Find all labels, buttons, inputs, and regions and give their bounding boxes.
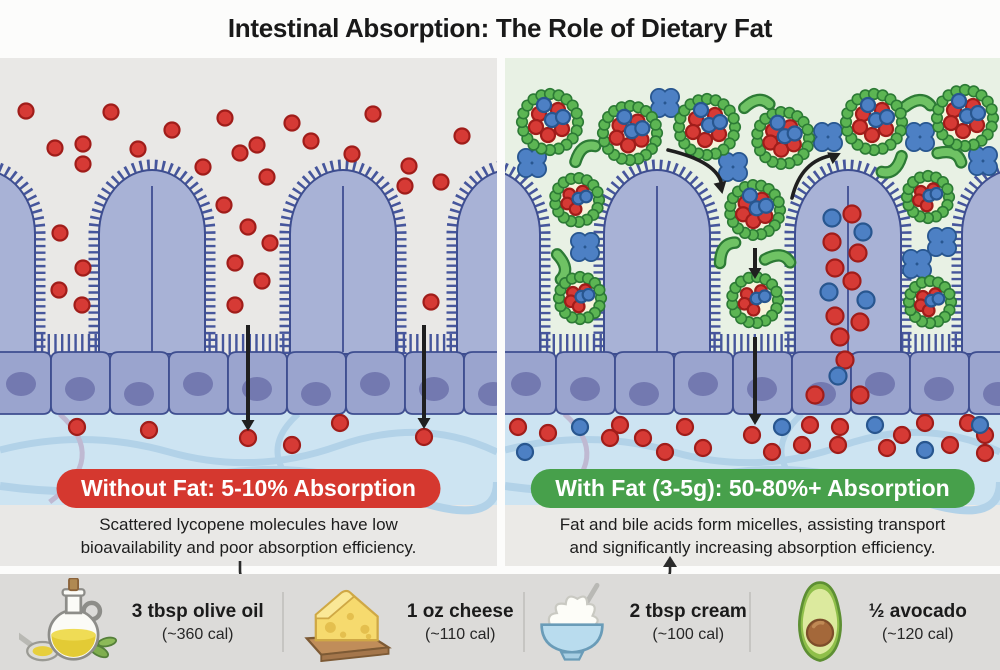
villi-illustration-with-fat bbox=[505, 58, 1000, 566]
without-fat-badge: Without Fat: 5-10% Absorption bbox=[56, 469, 441, 508]
fat-sources-footer: 3 tbsp olive oil (~360 cal) 1 oz cheese … bbox=[0, 574, 1000, 670]
food-item-olive-oil: 3 tbsp olive oil (~360 cal) bbox=[0, 574, 282, 670]
food-calories: (~100 cal) bbox=[652, 625, 725, 643]
page-title: Intestinal Absorption: The Role of Dieta… bbox=[227, 13, 773, 43]
food-calories: (~110 cal) bbox=[424, 625, 496, 643]
with-fat-caption: Fat and bile acids form micelles, assist… bbox=[505, 513, 1000, 559]
caption-line: and significantly increasing absorption … bbox=[569, 538, 936, 557]
food-name: 2 tbsp cream bbox=[629, 600, 747, 622]
food-item-cheese: 1 oz cheese (~110 cal) bbox=[284, 574, 523, 670]
with-fat-badge: With Fat (3-5g): 50-80%+ Absorption bbox=[530, 469, 975, 508]
without-fat-caption: Scattered lycopene molecules have low bi… bbox=[0, 513, 497, 559]
panel-without-fat: Without Fat: 5-10% Absorption Scattered … bbox=[0, 58, 497, 566]
divider bbox=[522, 592, 525, 652]
cheese-icon bbox=[304, 589, 392, 662]
arrowhead-up bbox=[663, 556, 677, 567]
caption-line: bioavailability and poor absorption effi… bbox=[80, 538, 417, 557]
avocado-icon bbox=[797, 581, 842, 662]
food-name: ½ avocado bbox=[868, 600, 967, 622]
villi-illustration-without-fat bbox=[0, 58, 497, 566]
food-item-avocado: ½ avocado (~120 cal) bbox=[751, 574, 1000, 670]
food-item-cream: 2 tbsp cream (~100 cal) bbox=[525, 574, 749, 670]
caption-line: Scattered lycopene molecules have low bbox=[99, 515, 398, 534]
divider bbox=[748, 592, 751, 652]
caption-line: Fat and bile acids form micelles, assist… bbox=[559, 515, 946, 534]
divider bbox=[282, 592, 285, 652]
cream-bowl-icon bbox=[539, 582, 604, 661]
food-name: 1 oz cheese bbox=[406, 600, 514, 622]
food-calories: (~360 cal) bbox=[161, 625, 234, 643]
panel-with-fat: With Fat (3-5g): 50-80%+ Absorption Fat … bbox=[505, 58, 1000, 566]
food-calories: (~120 cal) bbox=[881, 625, 954, 643]
food-name: 3 tbsp olive oil bbox=[131, 600, 264, 622]
olive-oil-icon bbox=[18, 578, 117, 662]
